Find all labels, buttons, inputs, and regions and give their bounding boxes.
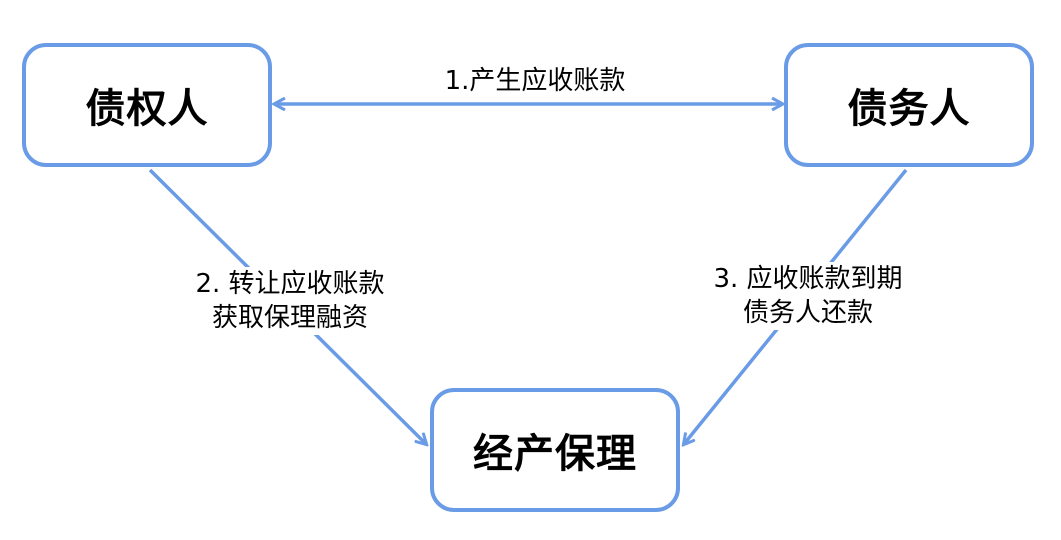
edge-label-debtor-factoring: 3. 应收账款到期 债务人还款 (688, 262, 928, 330)
node-debtor: 债务人 (784, 43, 1034, 167)
edge-label-creditor-factoring-line1: 2. 转让应收账款 (195, 269, 385, 299)
node-factoring: 经产保理 (430, 388, 680, 512)
edge-label-creditor-debtor-text: 1.产生应收账款 (444, 66, 626, 96)
edge-label-creditor-factoring-line2: 获取保理融资 (211, 303, 368, 333)
edge-label-debtor-factoring-line1: 3. 应收账款到期 (713, 264, 903, 294)
edge-label-debtor-factoring-line2: 债务人还款 (742, 298, 873, 328)
node-debtor-label: 债务人 (847, 86, 971, 132)
node-creditor: 债权人 (22, 43, 272, 167)
edge-label-creditor-debtor: 1.产生应收账款 (410, 64, 660, 98)
node-factoring-label: 经产保理 (473, 431, 637, 477)
node-creditor-label: 债权人 (85, 86, 209, 132)
edge-label-creditor-factoring: 2. 转让应收账款 获取保理融资 (170, 267, 410, 335)
